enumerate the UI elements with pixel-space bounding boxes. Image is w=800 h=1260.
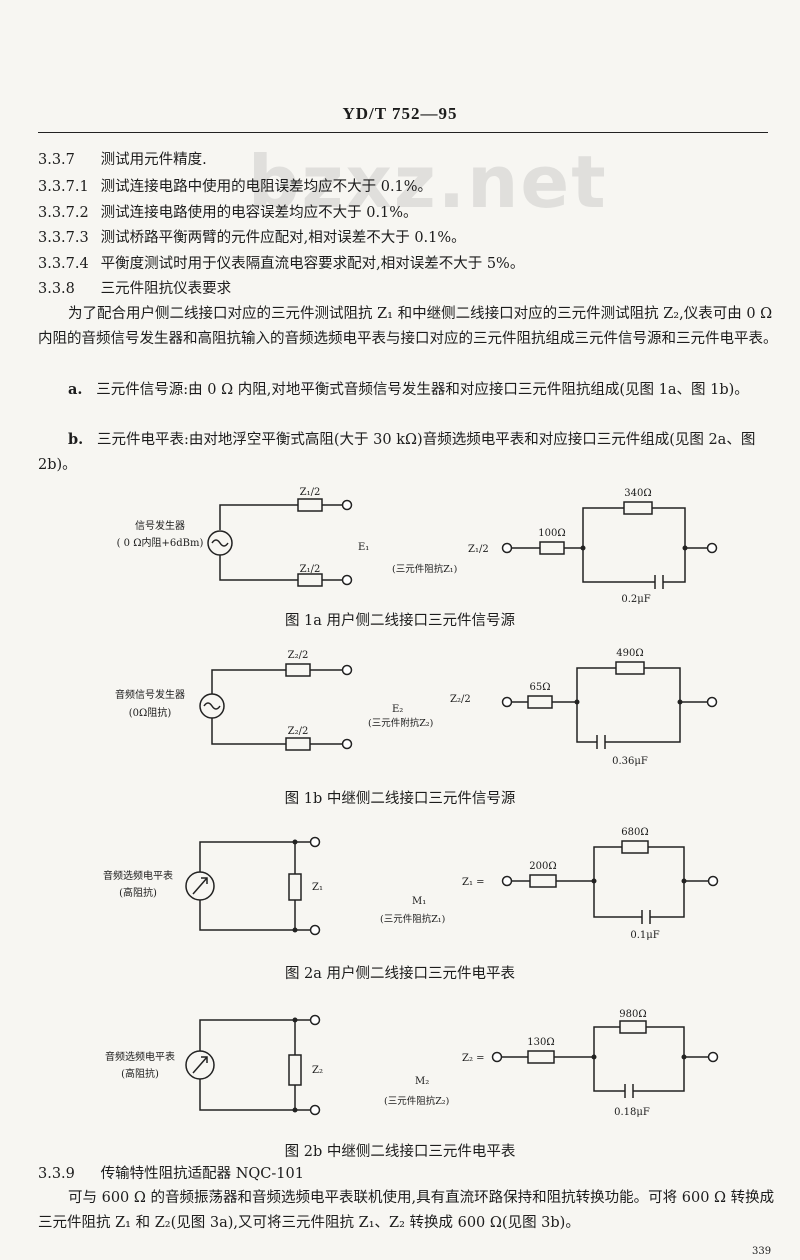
figure-1a-caption: 图 1a 用户侧二线接口三元件信号源 — [284, 613, 516, 629]
input-label: Z₁ = — [462, 877, 485, 888]
series-resistor-label: 200Ω — [529, 861, 556, 872]
section-3-3-7-4: 3.3.7.4 平衡度测试时用于仪表隔直流电容要求配对,相对误差不大于 5%。 — [38, 254, 524, 274]
input-label: Z₂/2 — [450, 694, 471, 705]
meter-id: M₁ — [412, 896, 426, 907]
page-number: 339 — [752, 1246, 772, 1257]
section-text: 平衡度测试时用于仪表隔直流电容要求配对,相对误差不大于 5%。 — [100, 256, 525, 272]
item-label: a. — [68, 381, 83, 398]
resistor-label-top: Z₂/2 — [288, 650, 309, 661]
section-text: 三元件阻抗仪表要求 — [100, 281, 232, 297]
section-3-3-7-1: 3.3.7.1 测试连接电路中使用的电阻误差均应不大于 0.1%。 — [38, 177, 432, 197]
section-3-3-9: 3.3.9 传输特性阻抗适配器 NQC-101 — [38, 1164, 304, 1184]
figure-2a-diagram: 音频选频电平表 (高阻抗) Z₁ M₁ (三元件阻抗Z₁) Z₁ = 200Ω … — [103, 827, 719, 941]
section-3-3-8: 3.3.8 三元件阻抗仪表要求 — [38, 279, 231, 299]
figure-2a-caption: 图 2a 用户侧二线接口三元件电平表 — [284, 966, 516, 982]
emf-label: E₂ — [392, 704, 403, 715]
figure-1b-caption: 图 1b 中继侧二线接口三元件信号源 — [284, 791, 516, 807]
section-number: 3.3.8 — [38, 281, 75, 297]
source-sublabel: ( 0 Ω内阻+6dBm) — [117, 536, 204, 549]
source-label: 音频信号发生器 — [115, 688, 185, 701]
emf-label: E₁ — [358, 542, 369, 553]
paragraph-b: b. 三元件电平表:由对地浮空平衡式高阻(大于 30 kΩ)音频选频电平表和对应… — [38, 427, 784, 478]
section-number: 3.3.7.1 — [38, 179, 89, 195]
source-label: 信号发生器 — [135, 519, 185, 532]
section-number: 3.3.7.3 — [38, 230, 89, 246]
parallel-resistor-label: 980Ω — [619, 1009, 646, 1020]
impedance-note: (三元件阻抗Z₁) — [380, 913, 445, 925]
impedance-note: (三元件附抗Z₂) — [368, 717, 433, 729]
resistor-label-bottom: Z₂/2 — [288, 726, 309, 737]
parallel-resistor-label: 490Ω — [616, 648, 643, 659]
section-3-3-7-3: 3.3.7.3 测试桥路平衡两臂的元件应配对,相对误差不大于 0.1%。 — [38, 228, 466, 248]
meter-sublabel: (高阻抗) — [121, 1067, 159, 1080]
header-rule — [38, 132, 768, 133]
section-text: 测试连接电路使用的电容误差均应不大于 0.1%。 — [100, 205, 418, 221]
input-label: Z₁/2 — [468, 544, 489, 555]
page-header: YD/T 752—95 — [342, 104, 458, 123]
parallel-resistor-label: 680Ω — [621, 827, 648, 838]
section-3-3-7: 3.3.7 测试用元件精度. — [38, 150, 207, 170]
section-text: 测试用元件精度. — [100, 152, 207, 168]
section-text: 传输特性阻抗适配器 NQC-101 — [100, 1166, 304, 1182]
impedance-label: Z₂ — [312, 1065, 323, 1076]
parallel-resistor-label: 340Ω — [624, 488, 651, 499]
impedance-note: (三元件阻抗Z₂) — [384, 1095, 449, 1107]
figure-1a-diagram: 信号发生器 ( 0 Ω内阻+6dBm) Z₁/2 Z₁/2 E₁ (三元件阻抗Z… — [117, 487, 718, 605]
capacitor-label: 0.18μF — [614, 1107, 650, 1118]
section-number: 3.3.7.4 — [38, 256, 89, 272]
meter-label: 音频选频电平表 — [105, 1050, 175, 1063]
meter-id: M₂ — [415, 1076, 429, 1087]
capacitor-label: 0.1μF — [630, 930, 659, 941]
impedance-label: Z₁ — [312, 882, 323, 893]
paragraph-a: a. 三元件信号源:由 0 Ω 内阻,对地平衡式音频信号发生器和对应接口三元件阻… — [38, 377, 784, 403]
section-number: 3.3.7.2 — [38, 205, 89, 221]
impedance-note: (三元件阻抗Z₁) — [392, 563, 457, 575]
figure-2b-diagram: 音频选频电平表 (高阻抗) Z₂ M₂ (三元件阻抗Z₂) Z₂ = 130Ω … — [105, 1009, 719, 1118]
resistor-label-bottom: Z₁/2 — [300, 564, 321, 575]
input-label: Z₂ = — [462, 1053, 485, 1064]
meter-label: 音频选频电平表 — [103, 869, 173, 882]
paragraph-adapter: 可与 600 Ω 的音频振荡器和音频选频电平表联机使用,具有直流环路保持和阻抗转… — [38, 1190, 775, 1231]
section-number: 3.3.9 — [38, 1166, 75, 1182]
meter-sublabel: (高阻抗) — [119, 886, 157, 899]
watermark: bzxz.net — [248, 140, 608, 224]
resistor-label-top: Z₁/2 — [300, 487, 321, 498]
series-resistor-label: 65Ω — [529, 682, 550, 693]
item-label: b. — [68, 431, 84, 448]
capacitor-label: 0.36μF — [612, 756, 648, 767]
source-sublabel: (0Ω阻抗) — [129, 706, 172, 719]
capacitor-label: 0.2μF — [621, 594, 650, 605]
section-number: 3.3.7 — [38, 152, 75, 168]
section-text: 测试桥路平衡两臂的元件应配对,相对误差不大于 0.1%。 — [100, 230, 466, 246]
figure-2b-caption: 图 2b 中继侧二线接口三元件电平表 — [284, 1144, 516, 1160]
item-text: 三元件信号源:由 0 Ω 内阻,对地平衡式音频信号发生器和对应接口三元件阻抗组成… — [96, 382, 749, 398]
series-resistor-label: 130Ω — [527, 1037, 554, 1048]
item-text: 三元件电平表:由对地浮空平衡式高阻(大于 30 kΩ)音频选频电平表和对应接口三… — [38, 432, 756, 473]
section-text: 测试连接电路中使用的电阻误差均应不大于 0.1%。 — [100, 179, 433, 195]
figure-1b-diagram: 音频信号发生器 (0Ω阻抗) Z₂/2 Z₂/2 E₂ (三元件附抗Z₂) Z₂… — [115, 648, 718, 767]
paragraph-intro: 为了配合用户侧二线接口对应的三元件测试阻抗 Z₁ 和中继侧二线接口对应的三元件测… — [38, 306, 778, 347]
series-resistor-label: 100Ω — [538, 528, 565, 539]
section-3-3-7-2: 3.3.7.2 测试连接电路使用的电容误差均应不大于 0.1%。 — [38, 203, 418, 223]
